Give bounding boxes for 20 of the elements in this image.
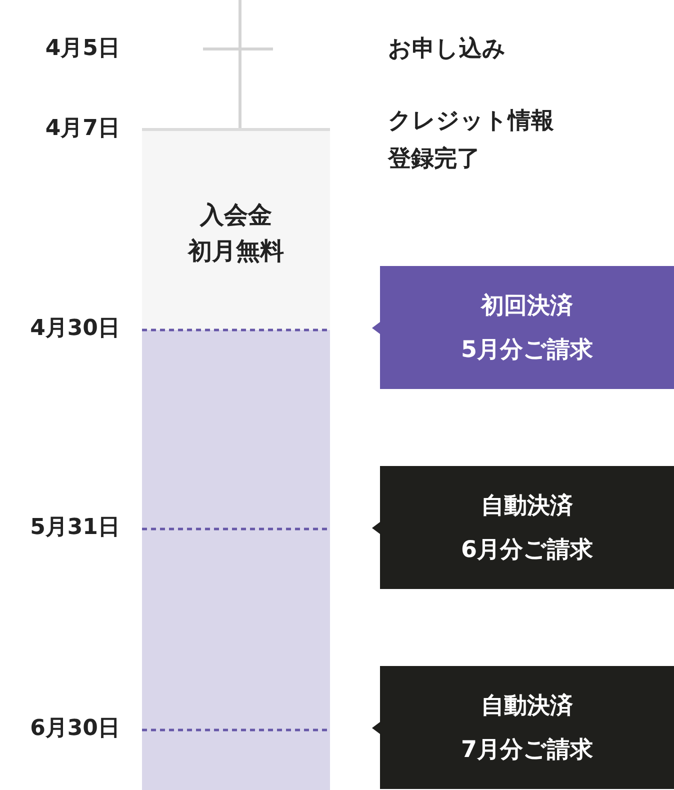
date-label: 4月7日	[44, 118, 120, 140]
date-label: 5月31日	[29, 517, 120, 539]
callout-heading: 自動決済	[481, 492, 573, 520]
date-label: 4月30日	[29, 318, 120, 340]
event-label: お申し込み	[388, 35, 506, 64]
callout-text: 6月分ご請求	[460, 536, 593, 564]
period-band	[142, 128, 330, 330]
period-band	[142, 330, 330, 790]
callout-text: 7月分ご請求	[460, 736, 593, 764]
date-label: 6月30日	[29, 718, 120, 740]
callout-text: 5月分ご請求	[460, 336, 593, 364]
band-text: 初月無料	[188, 236, 284, 267]
callout-box	[380, 666, 674, 789]
callout-heading: 自動決済	[481, 692, 573, 720]
callout-box	[380, 266, 674, 389]
band-text: 入会金	[200, 200, 272, 231]
callout-box	[380, 466, 674, 589]
event-label: クレジット情報登録完了	[388, 107, 555, 174]
callout-heading: 初回決済	[481, 292, 573, 320]
date-label: 4月5日	[44, 38, 120, 60]
